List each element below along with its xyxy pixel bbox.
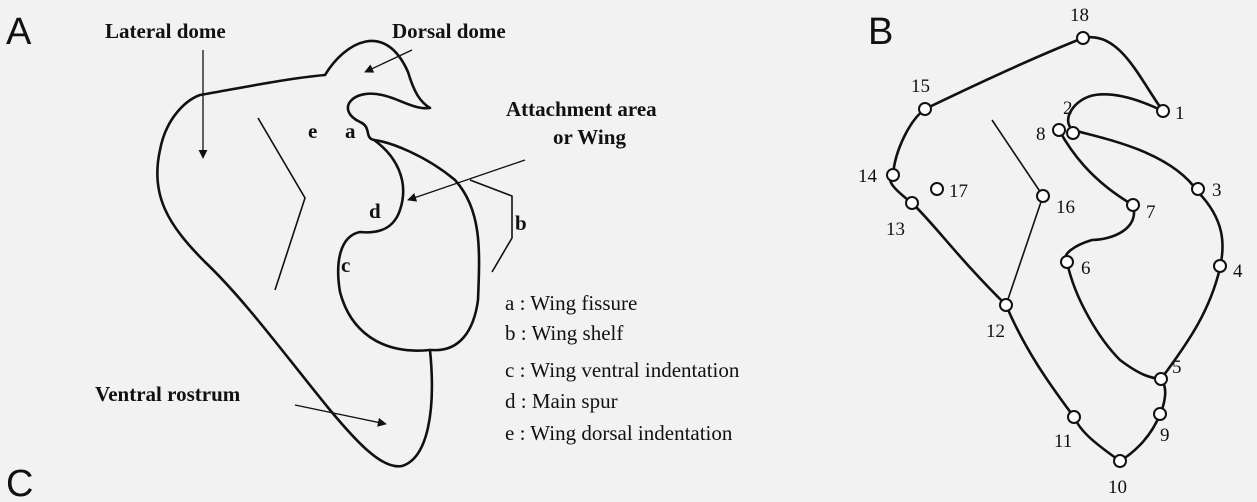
landmark-14 (887, 169, 899, 181)
landmark-3 (1192, 183, 1204, 195)
dorsal-dome-label: Dorsal dome (392, 19, 506, 43)
panel-a-diagram: Lateral dome Dorsal dome Attachment area… (95, 19, 740, 466)
legend-item: b : Wing shelf (505, 321, 623, 345)
landmark-label-6: 6 (1081, 258, 1091, 279)
landmark-6 (1061, 256, 1073, 268)
landmark-11 (1068, 411, 1080, 423)
landmark-label-13: 13 (886, 219, 905, 240)
otolith-outline-b (890, 37, 1222, 461)
landmark-5 (1155, 373, 1167, 385)
dorsal-dome-arrow (365, 50, 412, 72)
landmark-label-3: 3 (1212, 180, 1222, 201)
landmark-label-17: 17 (949, 181, 968, 202)
panel-letter-c: C (6, 463, 33, 502)
legend-item: c : Wing ventral indentation (505, 358, 740, 382)
landmark-2 (1067, 127, 1079, 139)
wing-contour-a (338, 140, 430, 351)
panel-letter-a: A (6, 11, 32, 53)
attachment-label-line2: or Wing (553, 125, 626, 149)
landmark-15 (919, 103, 931, 115)
landmark-label-15: 15 (911, 76, 930, 97)
legend-item: d : Main spur (505, 389, 618, 413)
legend: a : Wing fissure b : Wing shelf c : Wing… (505, 291, 740, 445)
landmark-8 (1053, 124, 1065, 136)
wing-contour-b (1059, 130, 1161, 379)
landmark-9 (1154, 408, 1166, 420)
letter-d: d (369, 199, 381, 223)
legend-item: a : Wing fissure (505, 291, 637, 315)
landmark-label-5: 5 (1172, 357, 1182, 378)
landmark-16 (1037, 190, 1049, 202)
landmark-label-14: 14 (858, 166, 878, 187)
attachment-label-line1: Attachment area (506, 97, 657, 121)
legend-item: e : Wing dorsal indentation (505, 421, 733, 445)
landmark-1 (1157, 105, 1169, 117)
letter-b: b (515, 211, 527, 235)
lateral-ridge-line-b (1006, 196, 1043, 305)
panel-b-diagram: 1 2 3 4 5 6 7 8 9 10 11 12 13 14 15 16 1… (858, 5, 1243, 498)
landmark-label-11: 11 (1054, 431, 1072, 452)
landmark-13 (906, 197, 918, 209)
ventral-rostrum-label: Ventral rostrum (95, 382, 241, 406)
landmark-label-8: 8 (1036, 124, 1046, 145)
landmark-label-16: 16 (1056, 197, 1075, 218)
landmark-12 (1000, 299, 1012, 311)
landmark-4 (1214, 260, 1226, 272)
landmark-label-7: 7 (1146, 202, 1156, 223)
landmark-label-9: 9 (1160, 425, 1170, 446)
landmark-label-1: 1 (1175, 103, 1185, 124)
letter-a: a (345, 119, 356, 143)
landmark-label-10: 10 (1108, 477, 1127, 498)
lateral-dome-label: Lateral dome (105, 19, 226, 43)
panel-letter-b: B (868, 11, 893, 53)
landmark-17 (931, 183, 943, 195)
landmark-18 (1077, 32, 1089, 44)
landmark-label-4: 4 (1233, 261, 1243, 282)
landmark-label-2: 2 (1063, 98, 1073, 119)
landmark-10 (1114, 455, 1126, 467)
letter-e: e (308, 119, 317, 143)
letter-c: c (341, 253, 350, 277)
landmark-7 (1127, 199, 1139, 211)
lateral-ridge-line-a (258, 118, 305, 290)
landmark-label-18: 18 (1070, 5, 1089, 26)
landmark-label-12: 12 (986, 321, 1005, 342)
